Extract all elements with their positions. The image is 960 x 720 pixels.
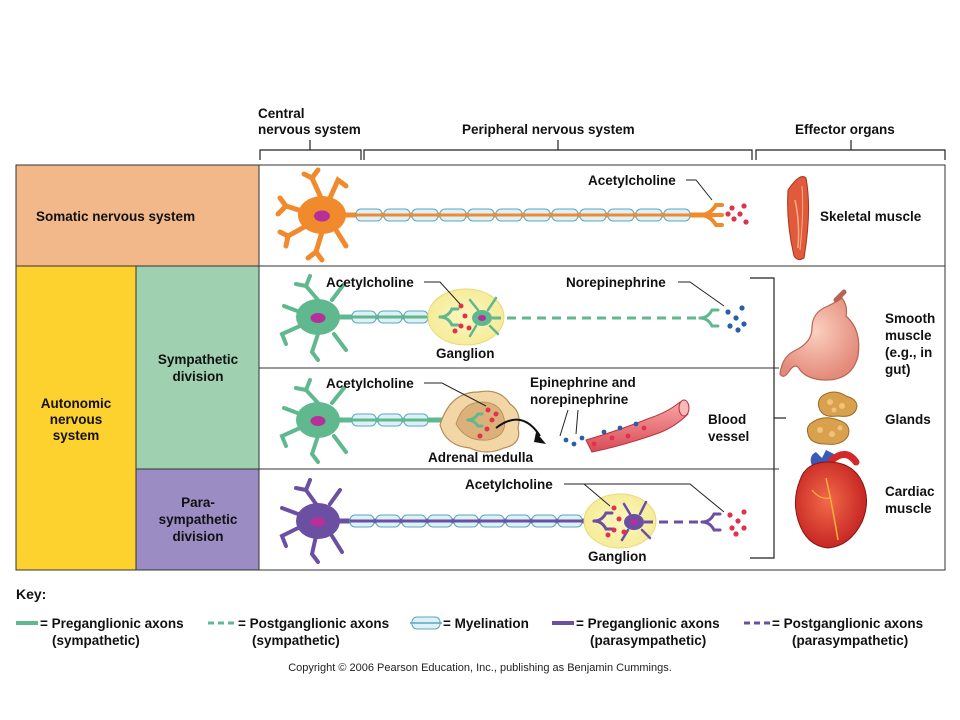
key-myelination: = Myelination	[410, 616, 529, 631]
key-pre-para-line2: (parasympathetic)	[590, 633, 706, 648]
stomach-illustration	[779, 289, 860, 381]
key-post-symp: = Postganglionic axons (sympathetic)	[208, 616, 389, 648]
key-pre-para-line1: = Preganglionic axons	[576, 616, 720, 631]
adrenal-medulla-illustration	[439, 390, 520, 453]
cns-label-line2: nervous system	[258, 122, 361, 137]
acetylcholine-dots-somatic	[725, 203, 749, 225]
postganglionic-neuron-para	[620, 500, 722, 542]
ach-somatic-label: Acetylcholine	[588, 173, 676, 188]
norepinephrine-label: Norepinephrine	[566, 275, 666, 290]
epinephrine-label-line1: Epinephrine and	[530, 375, 636, 390]
ganglion-symp-label: Ganglion	[436, 346, 495, 361]
key-pre-symp: = Preganglionic axons (sympathetic)	[16, 616, 184, 648]
adrenal-synapse-terminal	[466, 412, 484, 428]
ach-para-label: Acetylcholine	[465, 477, 553, 492]
acetylcholine-dots-para2	[727, 509, 747, 537]
key-post-para-line2: (parasympathetic)	[792, 633, 908, 648]
smooth-muscle-label-line2: muscle	[885, 328, 932, 343]
sympathetic-neuron-2	[279, 378, 470, 464]
parasympathetic-neuron	[279, 478, 598, 564]
autonomic-label-line1: Autonomic	[41, 396, 112, 411]
sympathetic-label-line1: Sympathetic	[158, 352, 239, 367]
glands-illustration	[806, 391, 858, 445]
norepinephrine-dots	[725, 305, 747, 333]
smooth-muscle-label-line4: gut)	[885, 362, 910, 377]
somatic-block	[15, 164, 260, 267]
key-pre-para: = Preganglionic axons (parasympathetic)	[552, 616, 720, 648]
para-label-line1: Para-	[181, 495, 215, 510]
sympathetic-block	[135, 265, 260, 470]
sympathetic-label-line2: division	[172, 369, 223, 384]
blood-vessel-label-line1: Blood	[708, 412, 746, 427]
skeletal-muscle-illustration	[787, 176, 810, 261]
glands-label: Glands	[885, 412, 931, 427]
effector-bracket	[750, 277, 775, 559]
key-post-para-line1: = Postganglionic axons	[772, 616, 923, 631]
key-pre-symp-line1: = Preganglionic axons	[40, 616, 184, 631]
cns-label-line1: Central	[258, 106, 305, 121]
somatic-label: Somatic nervous system	[36, 209, 195, 224]
para-label-line2: sympathetic	[159, 512, 238, 527]
para-label-line3: division	[172, 529, 223, 544]
key-pre-symp-line2: (sympathetic)	[52, 633, 140, 648]
skeletal-muscle-label: Skeletal muscle	[820, 209, 922, 224]
blood-vessel-label-line2: vessel	[708, 429, 749, 444]
blood-vessel-illustration	[585, 399, 690, 453]
parasympathetic-block	[135, 468, 260, 571]
effector-label: Effector organs	[795, 122, 895, 137]
pns-label: Peripheral nervous system	[462, 122, 635, 137]
key-myelination-label: = Myelination	[443, 616, 529, 631]
release-arrow	[495, 418, 541, 437]
copyright: Copyright © 2006 Pearson Education, Inc.…	[288, 662, 672, 674]
symp-synapse-terminal	[438, 307, 460, 327]
acetylcholine-dots-symp	[452, 303, 472, 334]
ach-adrenal-label: Acetylcholine	[326, 376, 414, 391]
ach-symp-label: Acetylcholine	[326, 275, 414, 290]
header-pns: Peripheral nervous system	[363, 122, 753, 160]
ganglion-para-label: Ganglion	[588, 549, 647, 564]
smooth-muscle-label-line1: Smooth	[885, 311, 935, 326]
postganglionic-neuron-symp	[468, 296, 720, 338]
key-post-symp-line2: (sympathetic)	[252, 633, 340, 648]
key-post-para: = Postganglionic axons (parasympathetic)	[744, 616, 923, 648]
cardiac-muscle-label-line1: Cardiac	[885, 484, 935, 499]
autonomic-label-line2: nervous	[50, 412, 103, 427]
key-post-symp-line1: = Postganglionic axons	[238, 616, 389, 631]
adrenal-medulla-label: Adrenal medulla	[428, 450, 534, 465]
acetylcholine-dots-adrenal	[477, 407, 499, 439]
autonomic-label-line3: system	[53, 428, 100, 443]
sympathetic-neuron-1	[279, 274, 442, 362]
smooth-muscle-label-line3: (e.g., in	[885, 345, 932, 360]
header-cns: Central nervous system	[258, 106, 362, 160]
epinephrine-dots	[563, 421, 647, 447]
acetylcholine-dots-para1	[605, 505, 627, 538]
header-effector: Effector organs	[755, 122, 946, 160]
somatic-neuron	[275, 167, 724, 263]
epinephrine-label-line2: norepinephrine	[530, 392, 629, 407]
key-title: Key:	[16, 586, 46, 602]
cardiac-muscle-label-line2: muscle	[885, 501, 932, 516]
heart-illustration	[794, 450, 867, 549]
autonomic-block	[15, 265, 137, 571]
para-synapse-terminal	[592, 511, 614, 531]
